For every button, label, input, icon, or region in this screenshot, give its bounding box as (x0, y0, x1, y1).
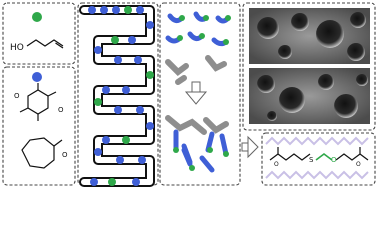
structure-box (261, 132, 376, 186)
crosslinker-molecules (165, 55, 227, 85)
crosslinked-network (165, 115, 229, 173)
sem-image-bottom (249, 68, 370, 124)
o-label: O (62, 151, 68, 159)
network-end-dots (173, 147, 229, 171)
polymer-chains (165, 11, 231, 47)
o-label: O (274, 161, 279, 168)
flow-reactor (77, 2, 159, 187)
lactide-structure (19, 83, 57, 121)
backbone-decoration (265, 136, 369, 180)
crosslinking-panel (159, 2, 241, 186)
chain-end-dots (177, 15, 231, 45)
green-monomer-dot (32, 12, 42, 22)
graphical-abstract: HO O O O (2, 2, 376, 187)
ho-label: HO (10, 43, 24, 53)
sem-image-top (249, 8, 370, 64)
polymer-structure-panel: S O O O (261, 132, 376, 186)
s-label: S (309, 156, 314, 164)
reactor-monomers (88, 6, 154, 186)
reactor-channel (79, 5, 155, 187)
o-label: O (58, 106, 64, 114)
o-label: O (14, 92, 20, 100)
reactor-box (77, 2, 159, 186)
right-arrow-icon (241, 135, 259, 159)
monomer-panel: HO O O O (2, 2, 76, 186)
lactone-box (2, 66, 76, 186)
polymer-structure (269, 147, 369, 161)
allyl-alcohol-box (2, 2, 76, 65)
blue-monomer-dot (32, 72, 42, 82)
chains-box (159, 2, 241, 186)
sem-panel (242, 2, 376, 131)
o-label: O (331, 156, 337, 164)
o-label: O (356, 161, 361, 168)
sem-box (242, 2, 376, 131)
allyl-alcohol-structure (26, 39, 64, 49)
caprolactone-structure (21, 137, 63, 169)
down-arrow-icon (184, 81, 208, 105)
